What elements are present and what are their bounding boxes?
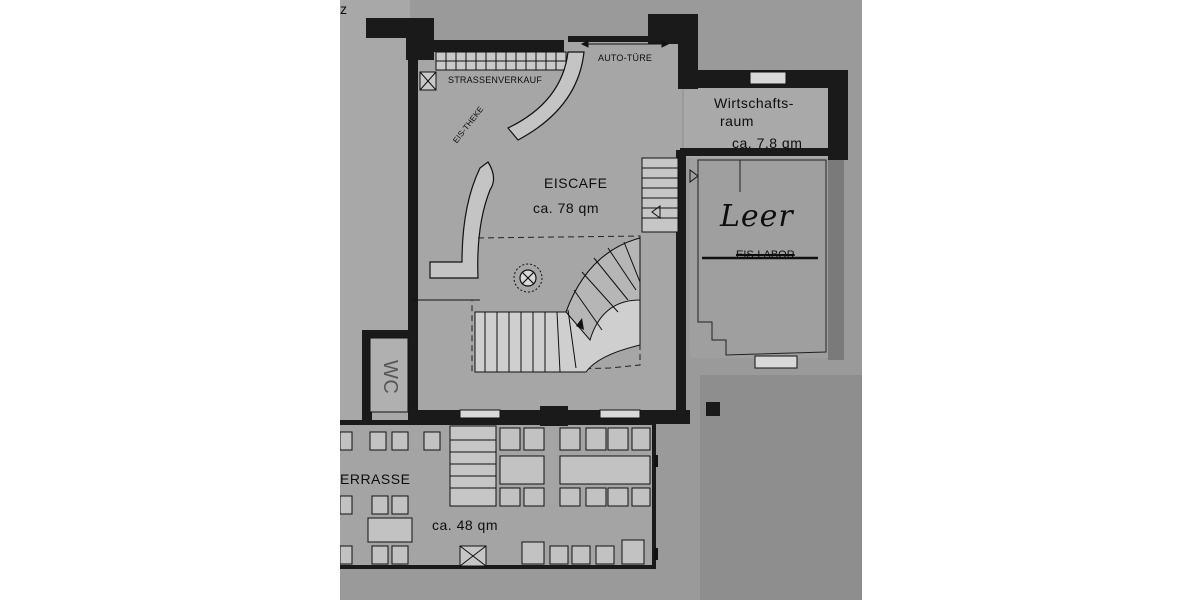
eiscafe-area-label: ca. 78 qm <box>533 200 599 216</box>
wirtschaftsraum-area-label: ca. 7,8 qm <box>732 135 803 151</box>
stair-treads <box>484 241 641 373</box>
terrace-tables <box>340 427 651 565</box>
floor-plan-scan: z STRASSENVERKAUF AUTO-TÜRE EIS-THEKE EI… <box>340 0 862 600</box>
exterior-area <box>700 375 862 600</box>
wirtschaftsraum-label-line2: raum <box>720 113 754 129</box>
stair-arrow <box>576 318 584 330</box>
ceiling-light-icon <box>513 263 543 293</box>
terrasse-name-label: ERRASSE <box>340 471 411 487</box>
terrasse-area-label: ca. 48 qm <box>432 517 498 533</box>
corner-fragment-label: z <box>340 1 348 17</box>
wc-label: WC <box>379 360 401 395</box>
wirtschaftsraum-label-line1: Wirtschafts- <box>714 95 794 111</box>
lab-room-outline <box>697 159 827 356</box>
terrace-steps <box>449 425 497 507</box>
spiral-staircase <box>474 237 641 373</box>
wc-room <box>369 337 409 413</box>
auto-tuere-label: AUTO-TÜRE <box>598 53 653 63</box>
eis-theke-counters <box>429 51 585 279</box>
eis-labor-struck-label: EIS-LABOR <box>736 249 795 261</box>
leer-handwritten-label: Leer <box>720 199 794 234</box>
stair-void-outline <box>471 235 641 373</box>
terrace-post-2 <box>654 548 658 560</box>
terrace-post-1 <box>654 455 658 467</box>
right-column <box>828 160 844 360</box>
auto-door-arrow <box>580 40 670 48</box>
terrace-x-box <box>459 545 487 567</box>
wirtschaftsraum-floor <box>684 88 828 158</box>
walls <box>340 14 848 569</box>
strassenverkauf-label: STRASSENVERKAUF <box>448 75 543 85</box>
strassenverkauf-counter <box>419 51 567 91</box>
floor-plan-drawing <box>340 0 862 600</box>
eiscafe-name-label: EISCAFE <box>544 175 608 191</box>
windows <box>459 71 798 419</box>
small-staircase <box>641 157 699 233</box>
